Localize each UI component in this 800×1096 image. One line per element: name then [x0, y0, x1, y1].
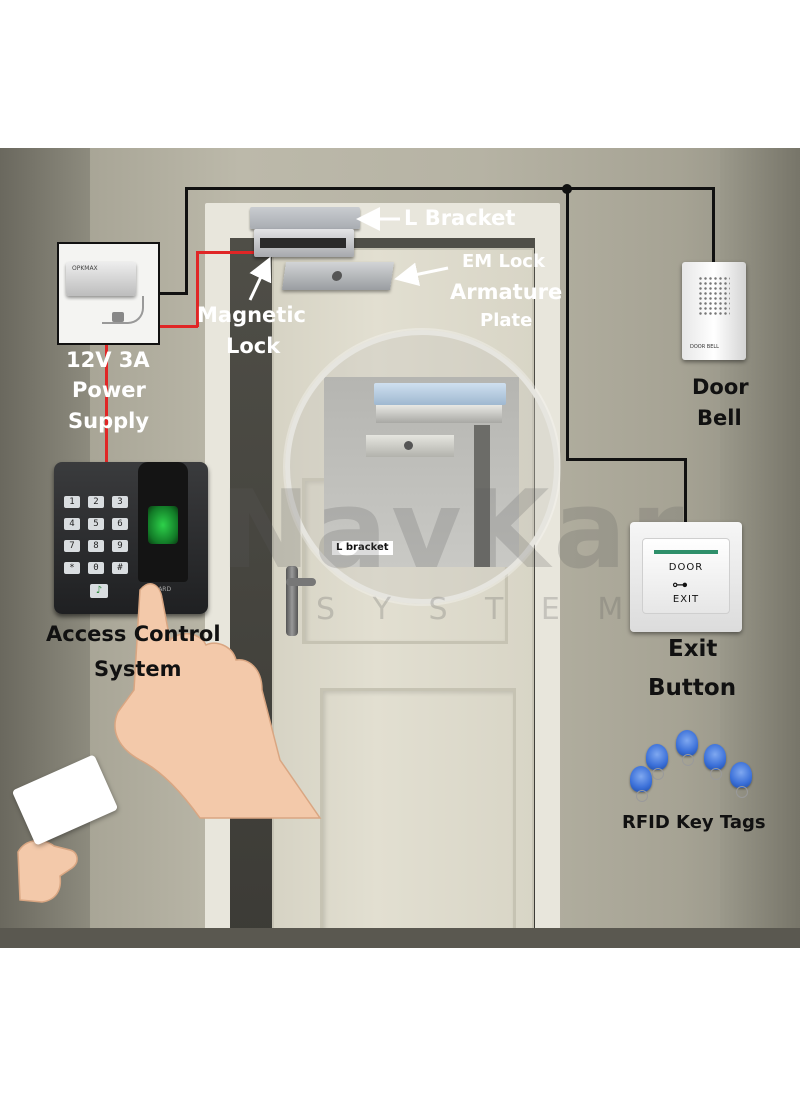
wire-to-door-bell — [712, 187, 715, 263]
inset-lock — [376, 405, 502, 423]
power-wire-to-psu — [158, 325, 198, 328]
label-exit-button-line2: Button — [648, 675, 737, 701]
label-power-supply-line2: Power — [72, 378, 146, 402]
label-access-control-line2: System — [94, 657, 182, 681]
power-plug — [112, 312, 124, 322]
armature-plate-hole — [331, 271, 343, 281]
watermark-main: NavKar — [220, 468, 688, 593]
fingerprint-led — [148, 506, 178, 544]
rfid-key-tag-icon — [704, 744, 726, 770]
exit-button-bottom-text: EXIT — [672, 594, 700, 605]
rfid-key-tag-icon — [646, 744, 668, 770]
power-wire-to-reader — [105, 340, 108, 465]
exit-button-top-text: DOOR — [668, 562, 704, 573]
door-bell-grille — [698, 276, 730, 316]
watermark-sub: S Y S T E M S — [316, 592, 694, 627]
label-em-lock-line1: EM Lock — [462, 251, 545, 272]
label-l-bracket: L Bracket — [404, 206, 516, 230]
inset-photo: L bracket — [324, 377, 519, 567]
floor — [0, 928, 800, 948]
label-exit-button-line1: Exit — [668, 636, 718, 662]
reader-card-logo: CARD — [154, 586, 172, 593]
inset-circle: L bracket — [285, 330, 559, 604]
rfid-key-tag-icon — [676, 730, 698, 756]
armature-plate-device — [282, 262, 394, 290]
wire-junction-right — [566, 458, 686, 461]
label-access-control-line1: Access Control — [46, 622, 221, 646]
inset-plate-hole — [404, 441, 413, 450]
rfid-key-tag-icon — [730, 762, 752, 788]
inset-plate — [366, 435, 454, 457]
keypad-key[interactable]: 9 — [112, 540, 128, 552]
power-supply-unit: OPKMAX — [66, 262, 136, 296]
key-ring-icon — [652, 768, 664, 780]
keypad-key[interactable]: 1 — [64, 496, 80, 508]
exit-button-device: DOOR ⊶ EXIT — [630, 522, 742, 632]
keypad-key[interactable]: 6 — [112, 518, 128, 530]
key-ring-icon — [736, 786, 748, 798]
wire-top-horizontal — [185, 187, 714, 190]
wire-junction-down — [566, 190, 569, 460]
wire-top-left-vertical — [185, 187, 188, 294]
inset-door-edge — [474, 425, 490, 567]
key-ring-icon — [710, 768, 722, 780]
keypad-key[interactable]: 7 — [64, 540, 80, 552]
label-magnetic-lock-line1: Magnetic — [197, 303, 306, 327]
label-door-bell-line1: Door — [692, 375, 749, 399]
power-wire-vertical — [196, 251, 199, 327]
wire-to-exit-button — [684, 458, 687, 524]
label-door-bell-line2: Bell — [697, 406, 742, 430]
keypad-key[interactable]: 3 — [112, 496, 128, 508]
inset-l-bracket-label: L bracket — [332, 541, 393, 555]
key-ring-icon — [682, 754, 694, 766]
keypad-key[interactable]: 2 — [88, 496, 104, 508]
rfid-key-tag-icon — [630, 766, 652, 792]
power-supply-brand: OPKMAX — [72, 265, 98, 272]
exit-button-indicator — [654, 550, 718, 554]
power-cord — [102, 296, 144, 324]
keypad-key[interactable]: 8 — [88, 540, 104, 552]
label-rfid-tags: RFID Key Tags — [622, 812, 766, 833]
door-bell-text: DOOR BELL — [690, 344, 719, 350]
keypad-key[interactable]: 5 — [88, 518, 104, 530]
key-ring-icon — [636, 790, 648, 802]
label-power-supply-line1: 12V 3A — [66, 348, 150, 372]
keypad-key[interactable]: # — [112, 562, 128, 574]
exit-button-face: DOOR ⊶ EXIT — [642, 538, 730, 614]
fingerprint-sensor — [138, 462, 188, 582]
keypad-key[interactable]: * — [64, 562, 80, 574]
rfid-tag-group — [620, 728, 752, 802]
l-bracket-device — [250, 207, 360, 229]
door-bell-device: DOOR BELL — [682, 262, 746, 360]
bell-button-icon: ♪ — [90, 584, 108, 598]
label-power-supply-line3: Supply — [68, 409, 150, 433]
door-handle-lever — [286, 578, 316, 586]
wire-to-power-supply — [158, 292, 188, 295]
magnetic-lock-device — [254, 229, 354, 257]
power-wire-to-lock — [196, 251, 254, 254]
keypad-key[interactable]: 4 — [64, 518, 80, 530]
inset-bracket — [374, 383, 506, 405]
keypad-key[interactable]: 0 — [88, 562, 104, 574]
door-panel-bottom — [320, 688, 516, 934]
wire-junction-dot — [562, 184, 572, 194]
key-icon: ⊶ — [672, 575, 688, 594]
label-em-lock-line2: Armature — [450, 280, 563, 304]
label-magnetic-lock-line2: Lock — [226, 334, 281, 358]
magnetic-lock-face — [260, 238, 346, 248]
label-em-lock-line3: Plate — [480, 310, 533, 331]
